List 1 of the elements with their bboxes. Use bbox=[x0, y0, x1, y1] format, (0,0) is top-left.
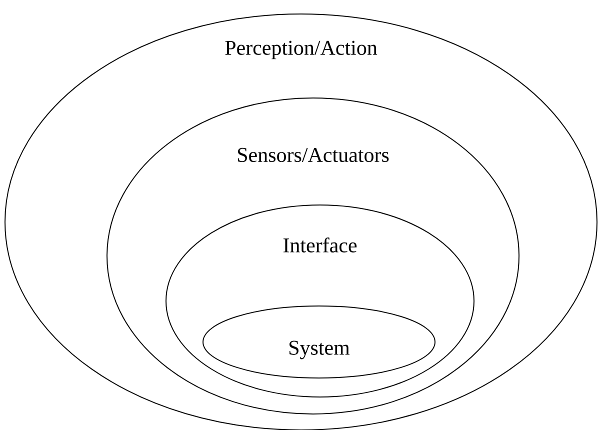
ellipse-region: System bbox=[202, 305, 436, 378]
